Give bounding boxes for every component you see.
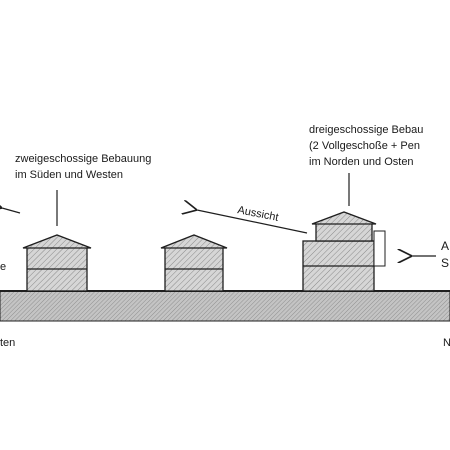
left-edge-arrow bbox=[2, 208, 21, 214]
view-arrow bbox=[197, 210, 308, 234]
ground-right-label: N bbox=[443, 337, 450, 349]
north-east-title-line-2: (2 Vollgeschoße + Pen bbox=[309, 140, 420, 152]
north-east-title-line-3: im Norden und Osten bbox=[309, 156, 414, 168]
right-arrow-label-1: A bbox=[441, 239, 449, 253]
right-arrow-label-2: S bbox=[441, 256, 449, 270]
view-label: Aussicht bbox=[236, 204, 279, 224]
three-storey-building-right bbox=[302, 211, 386, 292]
ground bbox=[0, 290, 450, 322]
two-storey-building-middle bbox=[160, 234, 228, 292]
two-storey-building-left bbox=[22, 234, 92, 292]
north-east-title-line-1: dreigeschossige Bebau bbox=[309, 124, 423, 136]
south-west-title-line-2: im Süden und Westen bbox=[15, 169, 123, 181]
ground-left-label: ten bbox=[0, 337, 15, 349]
south-west-title-line-1: zweigeschossige Bebauung bbox=[15, 153, 151, 165]
left-arrow-label: e bbox=[0, 261, 6, 273]
